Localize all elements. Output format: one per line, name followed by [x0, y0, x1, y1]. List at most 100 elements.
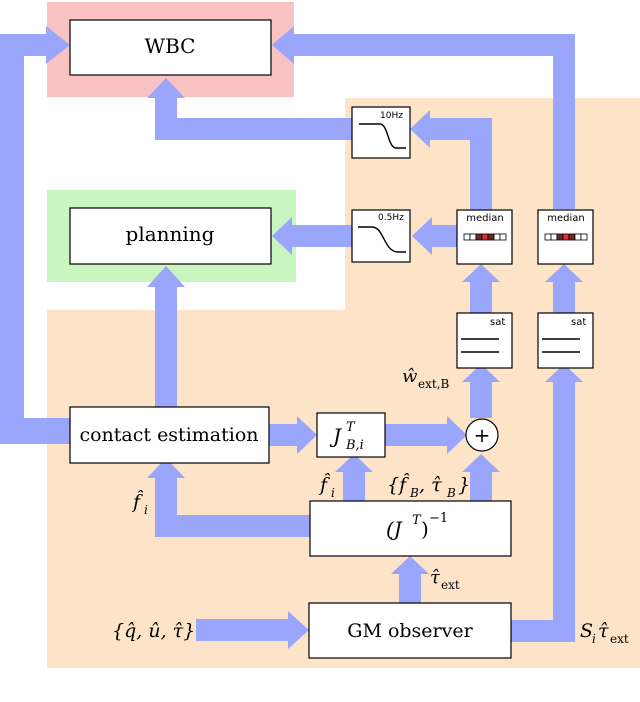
- median-right-window: [544, 233, 588, 241]
- lowpass-10hz-block: [351, 106, 411, 159]
- median-window-cell: [562, 233, 570, 241]
- tau-ext-signal-label: τ̂ ext: [430, 567, 460, 592]
- f-i-upper-subscript: i: [331, 486, 335, 500]
- arrow-head-into-jacobian: [335, 454, 373, 472]
- tau-ext-subscript: ext: [441, 578, 460, 592]
- jacobian-superscript: T: [346, 420, 356, 435]
- jacobian-block: [316, 412, 386, 458]
- median-window-cell: [463, 233, 471, 241]
- gm-observer-label: GM observer: [347, 620, 473, 642]
- f-tau-b-close: }: [458, 474, 470, 496]
- arrow-inverse-to-jacobian: [343, 470, 365, 502]
- sat-right-block: [537, 312, 594, 369]
- lowpass-10hz-label: 10Hz: [380, 111, 403, 121]
- arrow-wbc-down-stem: [155, 96, 177, 140]
- median-window-cell: [550, 233, 558, 241]
- arrow-head-into-contact-bottom: [147, 458, 185, 478]
- lowpass-05hz-block: [351, 209, 411, 263]
- w-ext-subscript: ext,B: [418, 377, 450, 391]
- median-window-cell: [574, 233, 582, 241]
- f-tau-b-sub1: B: [409, 486, 419, 500]
- arrow-inverse-to-contact-vertical: [155, 476, 177, 537]
- inverse-block: [309, 500, 512, 557]
- signal-arrows: [0, 26, 583, 649]
- arrow-left-top-segment: [0, 34, 48, 56]
- w-ext-signal-label: ŵ ext,B: [402, 366, 450, 391]
- arrow-sat-to-median-left: [470, 280, 492, 314]
- arrow-median-to-05hz: [430, 225, 458, 247]
- arrow-contact-to-planning: [155, 285, 177, 409]
- arrow-median-to-10hz: [428, 118, 492, 140]
- arrow-head-into-wbc-right: [272, 26, 294, 64]
- arrow-left-vertical: [0, 34, 24, 444]
- arrow-head-into-05hz: [412, 217, 432, 255]
- w-ext-symbol: ŵ: [402, 366, 418, 387]
- median-right-label: median: [547, 213, 585, 224]
- inputs-signal-label: {q̂, û, τ̂}: [112, 620, 195, 642]
- median-window-cell: [580, 233, 588, 241]
- planning-label: planning: [126, 222, 215, 246]
- inverse-label: (J T ) −1: [386, 511, 448, 541]
- arrow-head-into-inverse: [391, 556, 429, 574]
- arrow-head-into-median-right: [545, 264, 583, 282]
- sat-right-label: sat: [571, 317, 586, 328]
- arrow-inputs-to-gm: [196, 619, 290, 641]
- s-tau-s: S: [580, 620, 593, 642]
- arrow-head-into-wbc-bottom: [147, 78, 185, 98]
- median-window-cell: [544, 233, 552, 241]
- f-tau-b-mid: , τ̂: [419, 474, 442, 496]
- lowpass-10hz-curve: [359, 123, 406, 149]
- wbc-block: [69, 19, 272, 76]
- arrow-contact-to-jacobian: [269, 424, 299, 446]
- inverse-close: ): [421, 517, 429, 541]
- sat-left-label: sat: [490, 317, 505, 328]
- arrow-head-into-sat-right: [545, 364, 583, 382]
- jacobian-subscript: B,i: [345, 438, 364, 453]
- wbc-label: WBC: [145, 34, 196, 58]
- estimation-region: [47, 98, 640, 668]
- arrow-head-into-sum: [462, 454, 500, 472]
- arrow-median-right-up: [553, 34, 575, 209]
- arrow-head-into-sat-left: [462, 364, 500, 382]
- f-tau-b-signal-label: {f̂ B , τ̂ B }: [387, 473, 470, 500]
- arrow-head-into-planning: [272, 217, 292, 255]
- arrow-top-right-horizontal: [292, 34, 575, 56]
- jacobian-symbol: J: [329, 424, 342, 448]
- median-window-cell: [481, 233, 489, 241]
- arrow-head-into-wbc-left: [46, 26, 70, 64]
- arrow-head-into-median-left: [462, 264, 500, 282]
- f-i-left-subscript: i: [144, 503, 148, 517]
- median-window-cell: [568, 233, 576, 241]
- median-window-cell: [556, 233, 564, 241]
- contact-estimation-block: [69, 406, 270, 464]
- arrow-gm-to-inverse: [399, 572, 421, 604]
- lowpass-05hz-label: 0.5Hz: [378, 213, 404, 223]
- arrow-head-into-gm: [288, 611, 309, 649]
- sum-node: [465, 418, 499, 452]
- arrow-sat-to-median-right: [553, 280, 575, 314]
- arrow-10hz-left: [155, 118, 352, 140]
- tau-ext-symbol: τ̂: [430, 567, 441, 588]
- median-left-label: median: [466, 213, 504, 224]
- inverse-open: (J: [386, 517, 403, 541]
- arrow-inverse-to-contact-horizontal: [155, 515, 312, 537]
- sat-left-block: [456, 312, 513, 369]
- inverse-sup-t: T: [412, 513, 422, 528]
- f-tau-b-open: {f̂: [387, 473, 410, 496]
- median-left-window: [463, 233, 507, 241]
- arrow-inverse-to-sum: [470, 470, 492, 502]
- planning-block: [69, 207, 272, 265]
- median-window-cell: [493, 233, 501, 241]
- arrow-jacobian-to-sum: [385, 424, 449, 446]
- median-window-cell: [487, 233, 495, 241]
- s-tau-sub-ext: ext: [610, 632, 629, 646]
- arrow-median-left-up: [470, 118, 492, 210]
- sum-label: +: [474, 423, 491, 447]
- median-window-cell: [499, 233, 507, 241]
- gm-observer-block: [308, 602, 512, 659]
- f-tau-b-sub2: B: [446, 486, 456, 500]
- s-tau-sub-i: i: [592, 632, 596, 646]
- s-tau-ext-signal-label: S i τ̂ ext: [580, 620, 629, 646]
